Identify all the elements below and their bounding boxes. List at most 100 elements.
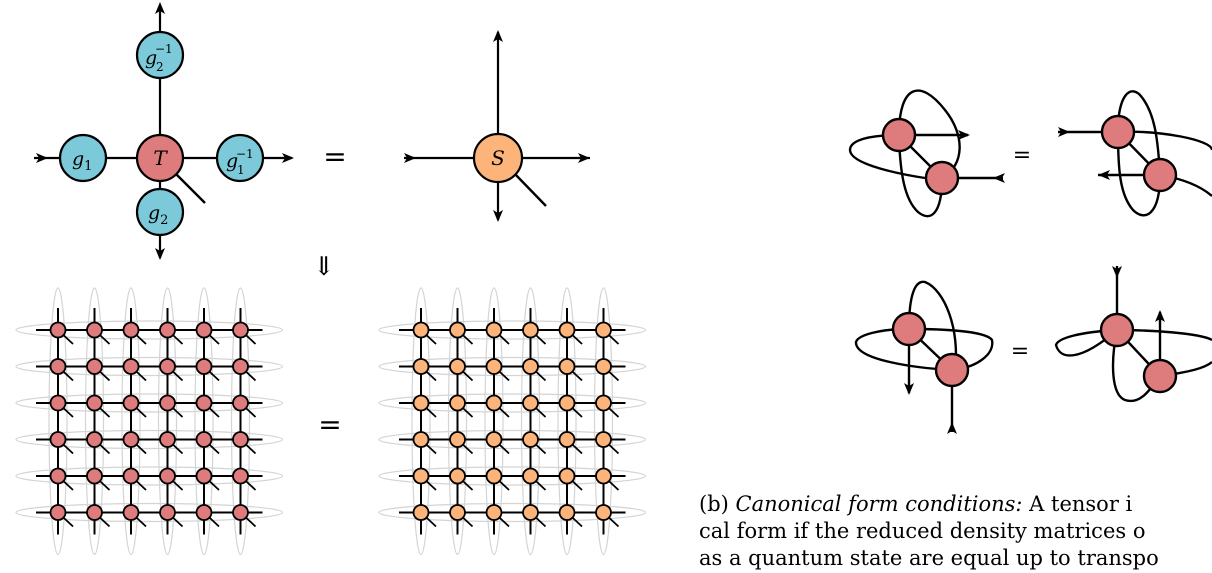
s-arrow-top-icon	[493, 30, 503, 42]
s-tensor-diagram: S	[404, 30, 590, 222]
c2-node-a	[891, 311, 927, 347]
lattice-s	[378, 287, 647, 556]
lattice-t-site-node	[122, 431, 140, 448]
lattice-s-site-node	[485, 394, 503, 412]
lattice-t-site-node	[86, 504, 103, 521]
g2-inverse-node	[135, 30, 185, 80]
c1-node-b	[924, 160, 960, 196]
lattice-t-ghost-col-loop	[84, 287, 105, 556]
c2r-node-b	[1142, 358, 1178, 394]
lattice-s-ghost-row-loop	[378, 429, 647, 450]
lattice-s-site-node	[558, 321, 576, 339]
lattice-s-site-node	[522, 321, 539, 339]
lattice-s-site-node	[449, 394, 466, 412]
lattice-t-site-node	[232, 431, 249, 448]
lattice-t-site-node	[122, 467, 140, 485]
c1r-node-a	[1100, 114, 1136, 150]
c1-node-a	[881, 117, 917, 153]
c2-loop-b	[854, 327, 953, 372]
lattice-s-site-node	[522, 431, 539, 448]
lattice-t-site-node	[122, 394, 140, 412]
c1r-arrow-out-icon	[1098, 170, 1110, 180]
lattice-t-site-node	[49, 504, 67, 521]
lattice-s-site-node	[485, 467, 503, 485]
lattice-t-site-node	[195, 431, 213, 448]
lattice-t-site-node	[122, 321, 140, 339]
c2r-arrow-up-icon	[1155, 310, 1165, 322]
lattice-t-site-node	[86, 467, 103, 485]
lattice-t-site-node	[195, 467, 213, 485]
c2-arrow-down-icon	[904, 383, 914, 395]
lattice-t-ghost-col-loop	[194, 287, 214, 556]
lattice-s-site-node	[595, 431, 612, 448]
lattice-t-ghost-row-loop	[15, 393, 284, 413]
c2r-arrow-in-icon	[1112, 266, 1122, 278]
tensor-s-node	[472, 132, 524, 184]
gauge-equals-sign: =	[323, 140, 346, 173]
lattice-t-ghost-col-loop	[48, 287, 68, 556]
lattice-t-site-node	[86, 358, 103, 375]
arrow-in-left-icon	[36, 153, 48, 163]
c2-node-b	[934, 352, 970, 388]
lattice-t-ghost-col-loop	[157, 287, 178, 556]
lattice-s-site-node	[595, 358, 612, 375]
lattice-s-site-node	[412, 431, 430, 448]
g1-inverse-node	[215, 133, 265, 183]
lattice-t-site-node	[122, 504, 140, 521]
c2-arrow-up-icon	[947, 422, 957, 434]
lattice-t-ghost-row-loop	[15, 356, 284, 377]
lattice-s-site-node	[595, 394, 612, 412]
lattice-t-ghost-row-loop	[15, 466, 284, 486]
lattice-s-site-node	[412, 504, 430, 521]
lattice-s-site-node	[522, 394, 539, 412]
lattice-t-site-node	[159, 431, 176, 448]
lattice-t-site-node	[159, 321, 176, 339]
c1r-arrow-in-icon	[1058, 127, 1070, 137]
lattice-t-site-node	[195, 394, 213, 412]
lattice-t	[15, 287, 284, 556]
lattice-t-site-node	[232, 358, 249, 375]
arrow-in-bottom-icon	[155, 248, 165, 260]
lattice-s-site-node	[558, 394, 576, 412]
lattice-s-site-node	[595, 467, 612, 485]
lattice-s-ghost-row-loop	[378, 320, 647, 340]
c1-equals-sign: =	[1013, 143, 1031, 168]
lattice-s-ghost-row-loop	[378, 466, 647, 486]
lattice-t-site-node	[86, 321, 103, 339]
g2-label: g2	[148, 202, 168, 228]
c1-loop-a	[897, 89, 961, 180]
c1r-loop-a	[1116, 90, 1162, 176]
g1-label: g1	[72, 148, 92, 174]
lattice-s-site-node	[558, 504, 576, 521]
lattice-s-site-node	[522, 504, 539, 521]
lattice-t-site-node	[232, 504, 249, 521]
lattice-s-ghost-row-loop	[378, 356, 647, 377]
lattice-t-site-node	[159, 394, 176, 412]
c1-arrow-left-icon	[993, 173, 1005, 183]
lattice-s-ghost-col-loop	[557, 287, 577, 556]
lattice-t-site-node	[49, 358, 67, 375]
canonical-row-2: =	[854, 266, 1212, 434]
lattice-s-site-node	[522, 358, 539, 375]
s-physical-leg	[512, 171, 547, 207]
lattice-t-site-node	[159, 504, 176, 521]
lattice-t-ghost-col-loop	[121, 287, 141, 556]
s-arrow-left-icon	[404, 153, 416, 163]
lattice-s-site-node	[485, 321, 503, 339]
c1r-node-b	[1142, 157, 1178, 193]
s-arrow-bottom-icon	[493, 210, 503, 222]
lattice-s-site-node	[558, 467, 576, 485]
c2-equals-sign: =	[1011, 339, 1029, 364]
lattice-s-ghost-col-loop	[520, 287, 541, 556]
lattice-t-site-node	[195, 321, 213, 339]
lattice-s-site-node	[449, 431, 466, 448]
c2-loop-c	[908, 327, 994, 372]
lattice-s-ghost-row-loop	[378, 502, 647, 523]
lattice-t-site-node	[195, 504, 213, 521]
lattice-t-ghost-row-loop	[15, 502, 284, 523]
lattice-s-site-node	[412, 321, 430, 339]
